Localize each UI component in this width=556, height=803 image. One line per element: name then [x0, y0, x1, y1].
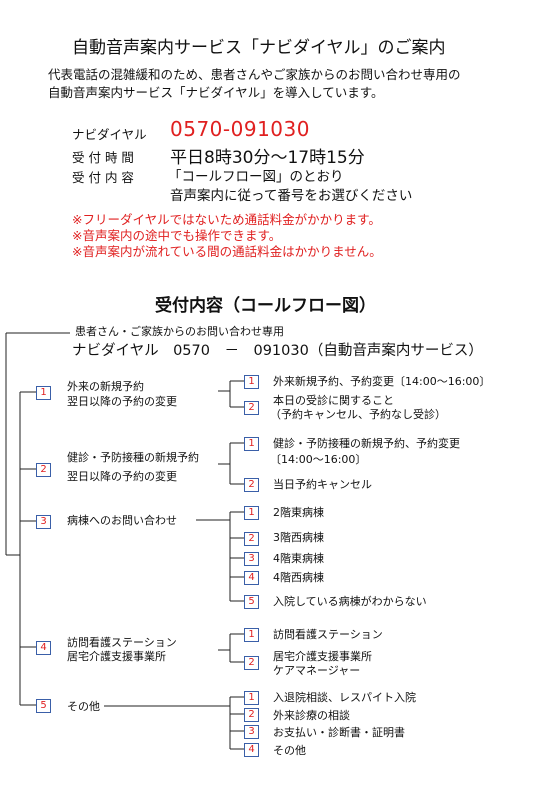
g5-option-box-3: 3 [244, 725, 259, 739]
g4-child-1: 訪問看護ステーション [273, 628, 383, 641]
note-3: ※音声案内が流れている間の通話料金はかかりません。 [72, 244, 382, 259]
option-box-5: 5 [36, 699, 51, 713]
g3-option-box-3: 3 [244, 552, 259, 566]
group-4-label-2: 居宅介護支援事業所 [67, 650, 166, 663]
g1-child-2a: 本日の受診に関すること [273, 394, 394, 407]
option-box-4: 4 [36, 641, 51, 655]
content-value-2: 音声案内に従って番号をお選びください [170, 188, 413, 204]
option-box-3: 3 [36, 515, 51, 529]
option-box-1: 1 [36, 386, 51, 400]
g3-child-5: 入院している病棟がわからない [273, 595, 427, 608]
g3-child-1: 2階東病棟 [273, 506, 324, 519]
content-value-1: 「コールフロー図」のとおり [168, 169, 344, 185]
g1-child-1: 外来新規予約、予約変更〔14:00～16:00〕 [273, 375, 491, 388]
g4-child-2b: ケアマネージャー [273, 664, 361, 677]
intro-line-1: 代表電話の混雑緩和のため、患者さんやご家族からのお問い合わせ専用の [48, 67, 461, 82]
g2-option-box-2: 2 [244, 478, 259, 492]
g5-option-box-1: 1 [244, 691, 259, 705]
group-5-label-1: その他 [67, 700, 100, 713]
g4-child-2a: 居宅介護支援事業所 [273, 650, 372, 663]
g3-child-4: 4階西病棟 [273, 571, 324, 584]
g3-option-box-5: 5 [244, 595, 259, 609]
note-2: ※音声案内の途中でも操作できます。 [72, 228, 282, 243]
g1-option-box-2: 2 [244, 401, 259, 415]
intro-line-2: 自動音声案内サービス「ナビダイヤル」を導入しています。 [48, 85, 384, 100]
g4-option-box-1: 1 [244, 628, 259, 642]
g2-child-2: 当日予約キャンセル [273, 478, 372, 491]
flow-root-sub: 患者さん・ご家族からのお問い合わせ専用 [75, 325, 284, 338]
g5-option-box-4: 4 [244, 743, 259, 757]
page-title: 自動音声案内サービス「ナビダイヤル」のご案内 [72, 38, 446, 58]
group-1-label-2: 翌日以降の予約の変更 [67, 395, 177, 408]
g5-child-2: 外来診療の相談 [273, 709, 350, 722]
g3-child-2: 3階西病棟 [273, 531, 324, 544]
g5-child-1: 入退院相談、レスパイト入院 [273, 691, 416, 704]
flow-heading: 受付内容（コールフロー図） [155, 296, 376, 316]
g1-child-2b: （予約キャンセル、予約なし受診） [270, 408, 446, 421]
g2-child-1b: 〔14:00～16:00〕 [270, 453, 367, 466]
g3-child-3: 4階東病棟 [273, 552, 324, 565]
g1-option-box-1: 1 [244, 375, 259, 389]
g3-option-box-1: 1 [244, 506, 259, 520]
g3-option-box-2: 2 [244, 532, 259, 546]
g5-child-4: その他 [273, 744, 306, 757]
g5-option-box-2: 2 [244, 708, 259, 722]
g5-child-3: お支払い・診断書・証明書 [273, 726, 405, 739]
g3-option-box-4: 4 [244, 571, 259, 585]
navi-number: 0570-091030 [170, 117, 310, 141]
option-box-2: 2 [36, 463, 51, 477]
hours-value: 平日8時30分～17時15分 [170, 148, 365, 168]
group-4-label-1: 訪問看護ステーション [67, 636, 177, 649]
content-label: 受 付 内 容 [72, 170, 134, 185]
note-1: ※フリーダイヤルではないため通話料金がかかります。 [72, 212, 381, 227]
group-3-label-1: 病棟へのお問い合わせ [67, 514, 177, 527]
group-2-label-1: 健診・予防接種の新規予約 [67, 451, 199, 464]
flow-root-main: ナビダイヤル 0570 － 091030（自動音声案内サービス） [72, 343, 483, 359]
g2-option-box-1: 1 [244, 437, 259, 451]
hours-label: 受 付 時 間 [72, 150, 134, 165]
navi-label: ナビダイヤル [72, 127, 147, 142]
group-1-label-1: 外来の新規予約 [67, 380, 144, 393]
group-2-label-2: 翌日以降の予約の変更 [67, 470, 177, 483]
g4-option-box-2: 2 [244, 656, 259, 670]
g2-child-1a: 健診・予防接種の新規予約、予約変更 [273, 437, 460, 450]
